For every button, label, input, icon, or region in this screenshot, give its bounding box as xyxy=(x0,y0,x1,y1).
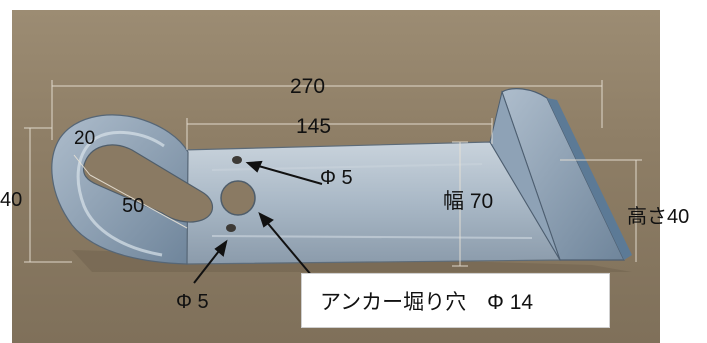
dim-height: 高さ40 xyxy=(627,206,690,228)
anchor-hole-callout: アンカー堀り穴 Φ 14 xyxy=(301,273,610,328)
product-photo xyxy=(12,10,660,343)
dim-slot-length: 50 xyxy=(122,195,145,217)
dim-width: 幅 70 xyxy=(443,190,494,213)
dim-slot-width: 20 xyxy=(74,128,96,149)
dim-hook-height: 40 xyxy=(0,189,23,211)
bracket-slot xyxy=(82,144,214,223)
dim-overall-length: 270 xyxy=(290,75,326,98)
small-hole-top-label: Φ 5 xyxy=(320,167,353,189)
callout-text: アンカー堀り穴 Φ 14 xyxy=(320,290,534,314)
anchor-hole xyxy=(220,180,256,216)
small-hole-bottom xyxy=(226,224,236,232)
small-hole-top xyxy=(232,156,242,164)
bracket-illustration xyxy=(24,80,642,284)
dim-plate-length: 145 xyxy=(296,115,332,138)
small-hole-bottom-label: Φ 5 xyxy=(176,291,209,313)
